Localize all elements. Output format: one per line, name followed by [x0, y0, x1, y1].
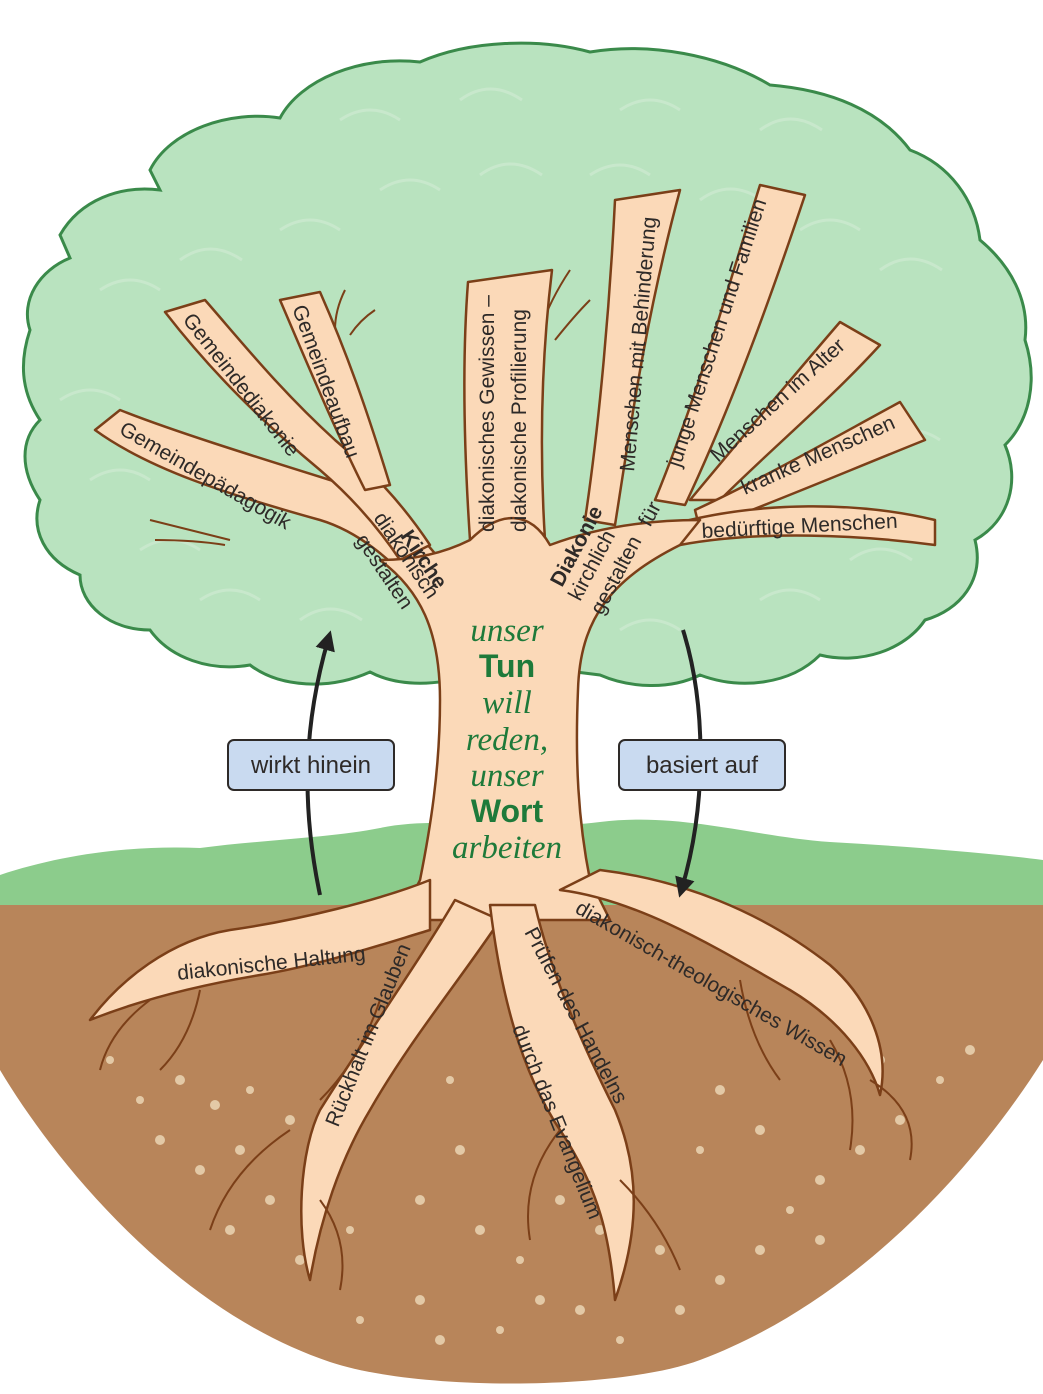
- root-wissen: [558, 868, 884, 1097]
- trunk-line4: reden,: [466, 722, 548, 758]
- branch-behinderung: [583, 188, 682, 527]
- label-gewissen-line2: diakonische Profilierung: [508, 309, 531, 532]
- branch-alter: [688, 320, 882, 502]
- trunk: [378, 516, 702, 922]
- tree-wood: [88, 183, 937, 1302]
- trunk-line6: Wort: [471, 793, 544, 829]
- root-pruefen: [488, 903, 635, 1302]
- box-basiert-auf: [618, 739, 786, 791]
- label-basiert-auf: basiert auf: [646, 752, 758, 779]
- label-gewissen-line1: diakonisches Gewissen –: [476, 295, 499, 532]
- soil-pebbles: [106, 1045, 975, 1345]
- twig: [149, 519, 231, 546]
- rootlet: [99, 979, 913, 1291]
- trunk-line3: will: [482, 685, 532, 721]
- label-wirkt-hinein: wirkt hinein: [250, 752, 371, 779]
- trunk-line5: unser: [470, 758, 543, 794]
- root-rueckhalt: [300, 898, 502, 1282]
- trunk-line7: arbeiten: [452, 830, 562, 866]
- trunk-line1: unser: [470, 613, 543, 649]
- arrows: wirkt hinein basiert auf: [227, 629, 786, 898]
- trunk-text: unser Tun will reden, unser Wort arbeite…: [452, 613, 562, 866]
- soil: [0, 905, 1043, 1384]
- root-haltung: [88, 878, 432, 1022]
- branch-familien: [653, 183, 807, 507]
- box-wirkt-hinein: [227, 739, 395, 791]
- trunk-line2: Tun: [479, 648, 535, 684]
- branch-gemeindeaufbau: [278, 290, 392, 492]
- branch-gemeindediakonie: [163, 298, 432, 562]
